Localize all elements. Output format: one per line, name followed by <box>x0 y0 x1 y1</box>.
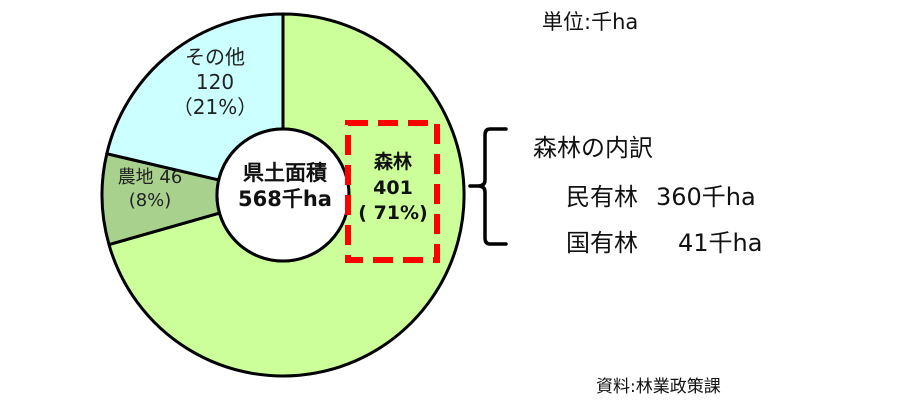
label-other-name: その他 <box>185 45 245 69</box>
breakdown-row-value: 360千ha <box>656 183 756 211</box>
label-forest: 森林 401 ( 71%) <box>352 150 434 227</box>
breakdown-row-value: 41千ha <box>678 229 763 257</box>
label-farmland-pct: (8%) <box>128 189 172 211</box>
breakdown-row-label: 民有林 <box>566 183 638 211</box>
label-forest-name: 森林 <box>373 151 412 173</box>
breakdown-bracket <box>468 127 508 246</box>
center-label: 県土面積 568千ha <box>222 160 348 213</box>
label-farmland: 農地 46 (8%) <box>104 167 196 212</box>
breakdown-row-label: 国有林 <box>566 229 638 257</box>
label-forest-value: 401 <box>373 176 413 199</box>
forest-highlight-box <box>345 120 440 263</box>
label-forest-pct: ( 71%) <box>358 202 428 225</box>
label-farmland-line1: 農地 46 <box>117 167 183 188</box>
breakdown-row-national: 国有林 41千ha <box>566 223 762 258</box>
breakdown-row-private: 民有林 360千ha <box>566 177 756 212</box>
label-other-value: 120 <box>195 70 235 94</box>
label-other-pct: （21%） <box>172 95 258 119</box>
breakdown-title: 森林の内訳 <box>533 134 653 162</box>
unit-label: 単位:千ha <box>542 10 639 34</box>
center-value: 568千ha <box>238 187 332 212</box>
label-other: その他 120 （21%） <box>160 45 270 120</box>
source-note: 資料:林業政策課 <box>596 377 721 397</box>
center-title: 県土面積 <box>243 161 327 185</box>
